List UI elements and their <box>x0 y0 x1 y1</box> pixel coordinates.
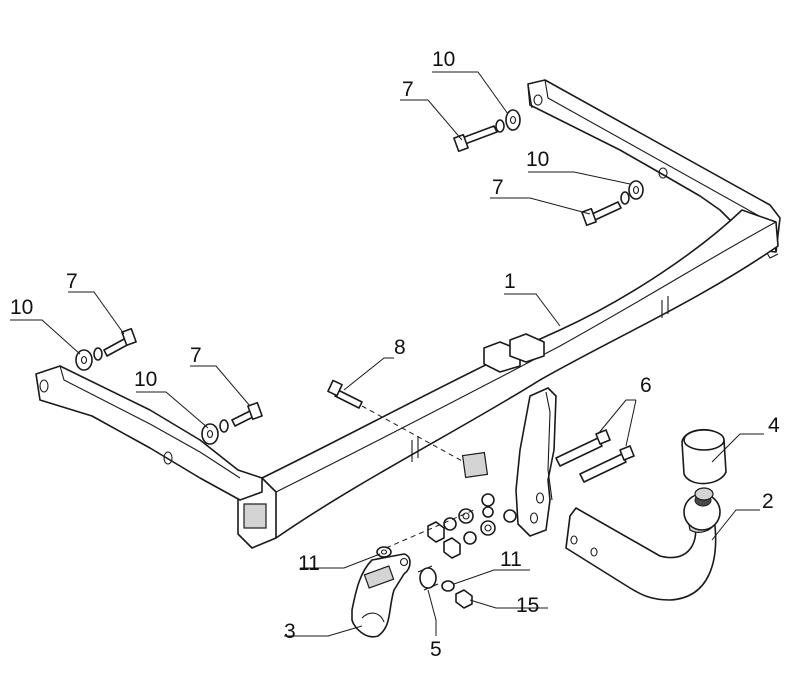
callout-3: 3 <box>284 620 296 643</box>
bolt-8 <box>327 379 465 463</box>
callout-7-c: 7 <box>66 270 78 293</box>
socket-plate <box>351 553 411 638</box>
lower-left-bolt-group <box>201 401 263 445</box>
callout-11-b: 11 <box>500 548 522 571</box>
callout-10-d: 10 <box>134 368 157 391</box>
ball-cover-cap <box>681 428 727 501</box>
callout-15: 15 <box>516 594 539 617</box>
dashed-guide <box>385 509 475 549</box>
ball-mount-arm <box>565 493 721 601</box>
callout-1: 1 <box>504 270 516 293</box>
washers-11 <box>376 546 455 592</box>
second-bolt-group <box>581 180 644 227</box>
callout-7-a: 7 <box>402 78 414 101</box>
callout-5: 5 <box>430 638 442 661</box>
callout-10-c: 10 <box>10 296 33 319</box>
leader-lines <box>10 71 764 637</box>
callout-labels: 1 2 3 4 5 6 7 7 7 7 8 10 10 10 10 11 11 … <box>10 48 780 661</box>
callout-7-d: 7 <box>190 344 202 367</box>
center-mounting-plate <box>461 333 557 537</box>
spring-5 <box>417 565 439 591</box>
nut-15 <box>455 589 473 609</box>
callout-8: 8 <box>394 336 406 359</box>
callout-2: 2 <box>762 490 774 513</box>
callout-10-a: 10 <box>432 48 455 71</box>
center-fasteners <box>427 493 517 559</box>
left-side-arm <box>35 365 263 501</box>
bolts-6 <box>555 429 635 483</box>
callout-11-a: 11 <box>298 552 320 575</box>
callout-6: 6 <box>640 374 652 397</box>
callout-7-b: 7 <box>492 176 504 199</box>
top-bolt-group <box>453 109 521 153</box>
callout-10-b: 10 <box>526 148 549 171</box>
callout-4: 4 <box>768 414 780 437</box>
left-bolt-group <box>75 327 137 371</box>
main-crossbeam <box>237 209 779 549</box>
